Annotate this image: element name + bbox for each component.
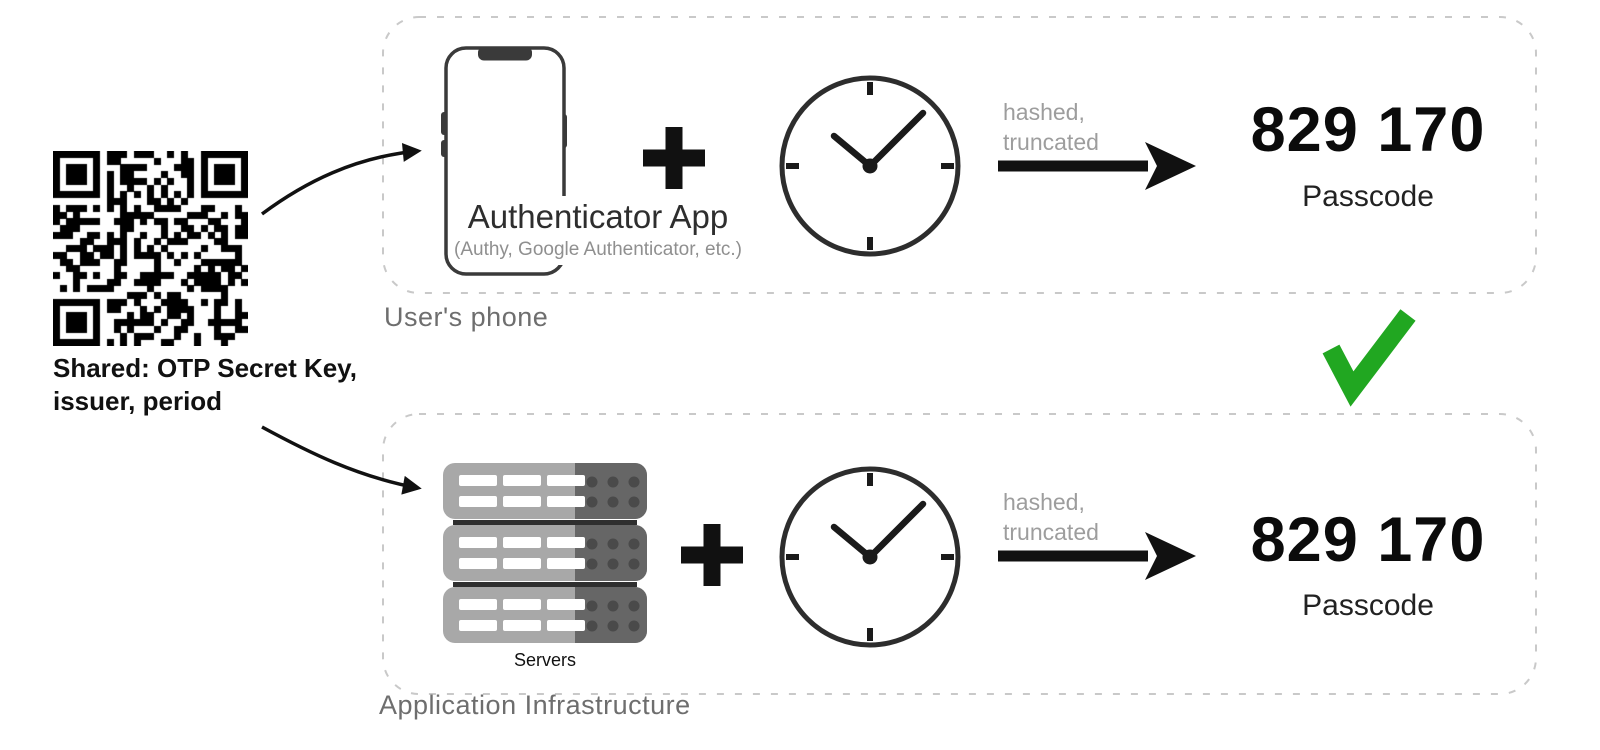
server-passcode-label: Passcode (1302, 589, 1434, 622)
process-note-servers: hashed, truncated (1003, 487, 1099, 547)
qr-code (53, 151, 248, 346)
authenticator-app-label: Authenticator App (Authy, Google Authent… (452, 196, 744, 265)
server-unit (443, 525, 647, 581)
shared-secret-caption: Shared: OTP Secret Key, issuer, period (53, 352, 357, 418)
application-infrastructure-box-label: Application Infrastructure (379, 690, 691, 720)
process-note-phone: hashed, truncated (1003, 97, 1099, 157)
phone-passcode-label: Passcode (1302, 180, 1434, 213)
server-unit (443, 587, 647, 643)
phone-passcode-value: 829 170 (1250, 95, 1486, 165)
authenticator-app-examples: (Authy, Google Authenticator, etc.) (454, 239, 742, 260)
arrow-to-servers-icon (261, 425, 422, 495)
process-note-line1: hashed, (1003, 489, 1085, 515)
shared-secret-caption-line2: issuer, period (53, 386, 223, 416)
shared-secret-caption-line1: Shared: OTP Secret Key, (53, 353, 357, 383)
process-note-line1: hashed, (1003, 99, 1085, 125)
servers-label: Servers (513, 650, 576, 670)
user-phone-box (382, 16, 1537, 294)
process-note-line2: truncated (1003, 519, 1099, 545)
clock-icon (782, 469, 958, 645)
arrow-to-phone-icon (260, 142, 422, 216)
server-passcode-value: 829 170 (1250, 505, 1486, 575)
user-phone-box-label: User's phone (384, 302, 549, 332)
server-stack-icon (443, 463, 647, 643)
application-infrastructure-box (382, 413, 1537, 695)
authenticator-app-title: Authenticator App (467, 198, 729, 235)
plus-icon (643, 127, 705, 189)
green-checkmark-icon (1322, 309, 1416, 407)
server-unit (443, 463, 647, 519)
process-note-line2: truncated (1003, 129, 1099, 155)
clock-icon (782, 78, 958, 254)
plus-icon (681, 524, 743, 586)
